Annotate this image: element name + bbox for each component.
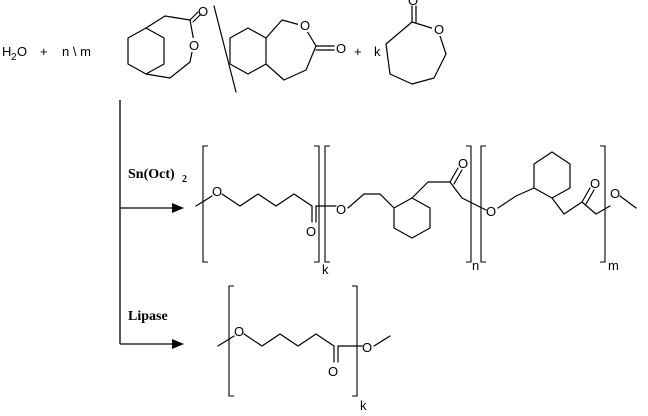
unit-m-o: O (486, 204, 496, 219)
n-m-ratio-label: n \ m (62, 44, 91, 59)
plus-sign-1: + (40, 44, 48, 59)
unit-k-o: O (212, 184, 222, 199)
bracket-n-left (324, 145, 330, 263)
unit-m-left-chain (497, 187, 535, 209)
lactone-ring-1 (145, 15, 195, 79)
catalyst-lipase-label: Lipase (128, 309, 168, 324)
unit-n-cyclohexane (393, 197, 431, 239)
condition-sn-oct: Sn(Oct) 2 (128, 167, 187, 185)
isomer-separator (213, 5, 237, 93)
fused-lactone-1: O O (127, 4, 208, 79)
ring-o-mask-1 (187, 38, 201, 52)
unit-m-carbonyl-o: O (590, 176, 600, 191)
arrowhead-lipase (172, 339, 184, 349)
homo-o: O (234, 324, 244, 339)
index-k: k (322, 262, 329, 277)
unit-n-right-chain (411, 181, 463, 199)
copolymer-product: k O O n O O m O O O (195, 145, 637, 277)
bracket-k-right (314, 145, 320, 263)
unit-m-co-a (581, 187, 591, 203)
unit-k-carbonyl-o: O (306, 224, 316, 239)
cyclohexane-ring (229, 27, 267, 75)
catalyst-sn-oct-subscript: 2 (182, 174, 187, 185)
ring-o-1: O (189, 38, 199, 53)
carbonyl-o-2: O (336, 41, 346, 56)
homo-carbonyl-o: O (328, 364, 338, 379)
ring-o-mask-3 (432, 22, 446, 36)
carbonyl-o-1: O (198, 4, 208, 19)
water-h: H (2, 44, 11, 59)
carbonyl-bond-1b (192, 13, 202, 23)
ring-o-3: O (434, 22, 444, 37)
bracket-k2-right (352, 285, 358, 397)
caprolactone: O O (385, 0, 447, 85)
ring-o-mask-2 (298, 18, 312, 32)
homo-chain (243, 333, 335, 347)
index-m: m (608, 258, 619, 273)
unit-m-end-o: O (610, 186, 620, 201)
ring-o-2: O (300, 18, 310, 33)
unit-n-left-chain (347, 193, 395, 209)
link-n-m (461, 197, 487, 211)
chain-start-bond (195, 195, 213, 207)
bracket-n-right (466, 145, 472, 263)
bracket-k2-left (228, 285, 234, 397)
unit-n-carbonyl-o: O (458, 156, 468, 171)
homo-start-bond (217, 335, 235, 347)
bracket-m-left (480, 145, 486, 263)
unit-n-co-b (453, 169, 463, 185)
arrowhead-sn-oct (172, 203, 184, 213)
water-subscript: 2 (11, 52, 17, 63)
k-coefficient: k (374, 44, 381, 59)
chain-end-link (595, 205, 611, 215)
index-n: n (472, 258, 479, 273)
unit-m-cyclohexane (533, 151, 571, 199)
homo-end-o: O (362, 340, 372, 355)
fused-lactone-2: O O (229, 18, 346, 81)
unit-m-co-b (585, 189, 595, 205)
homo-end-methyl (373, 335, 391, 347)
carbonyl-bond-1a (189, 11, 199, 21)
plus-sign-2: + (354, 44, 362, 59)
index-k-2: k (360, 398, 367, 413)
catalyst-sn-oct-label: Sn(Oct) (128, 167, 175, 182)
unit-n-o: O (336, 202, 346, 217)
water-o: O (17, 44, 27, 59)
unit-m-right-chain (551, 197, 597, 215)
bracket-m-right (600, 145, 606, 263)
carbonyl-o-3: O (408, 0, 418, 8)
bracket-k-left (202, 145, 208, 263)
homopolymer-product: k O O O (217, 285, 391, 413)
water-label: H 2 O (2, 44, 27, 63)
chain-end-methyl (619, 195, 637, 209)
unit-n-co-a (449, 167, 459, 183)
unit-k-chain (221, 193, 313, 207)
cyclohexane-ring (127, 27, 165, 75)
